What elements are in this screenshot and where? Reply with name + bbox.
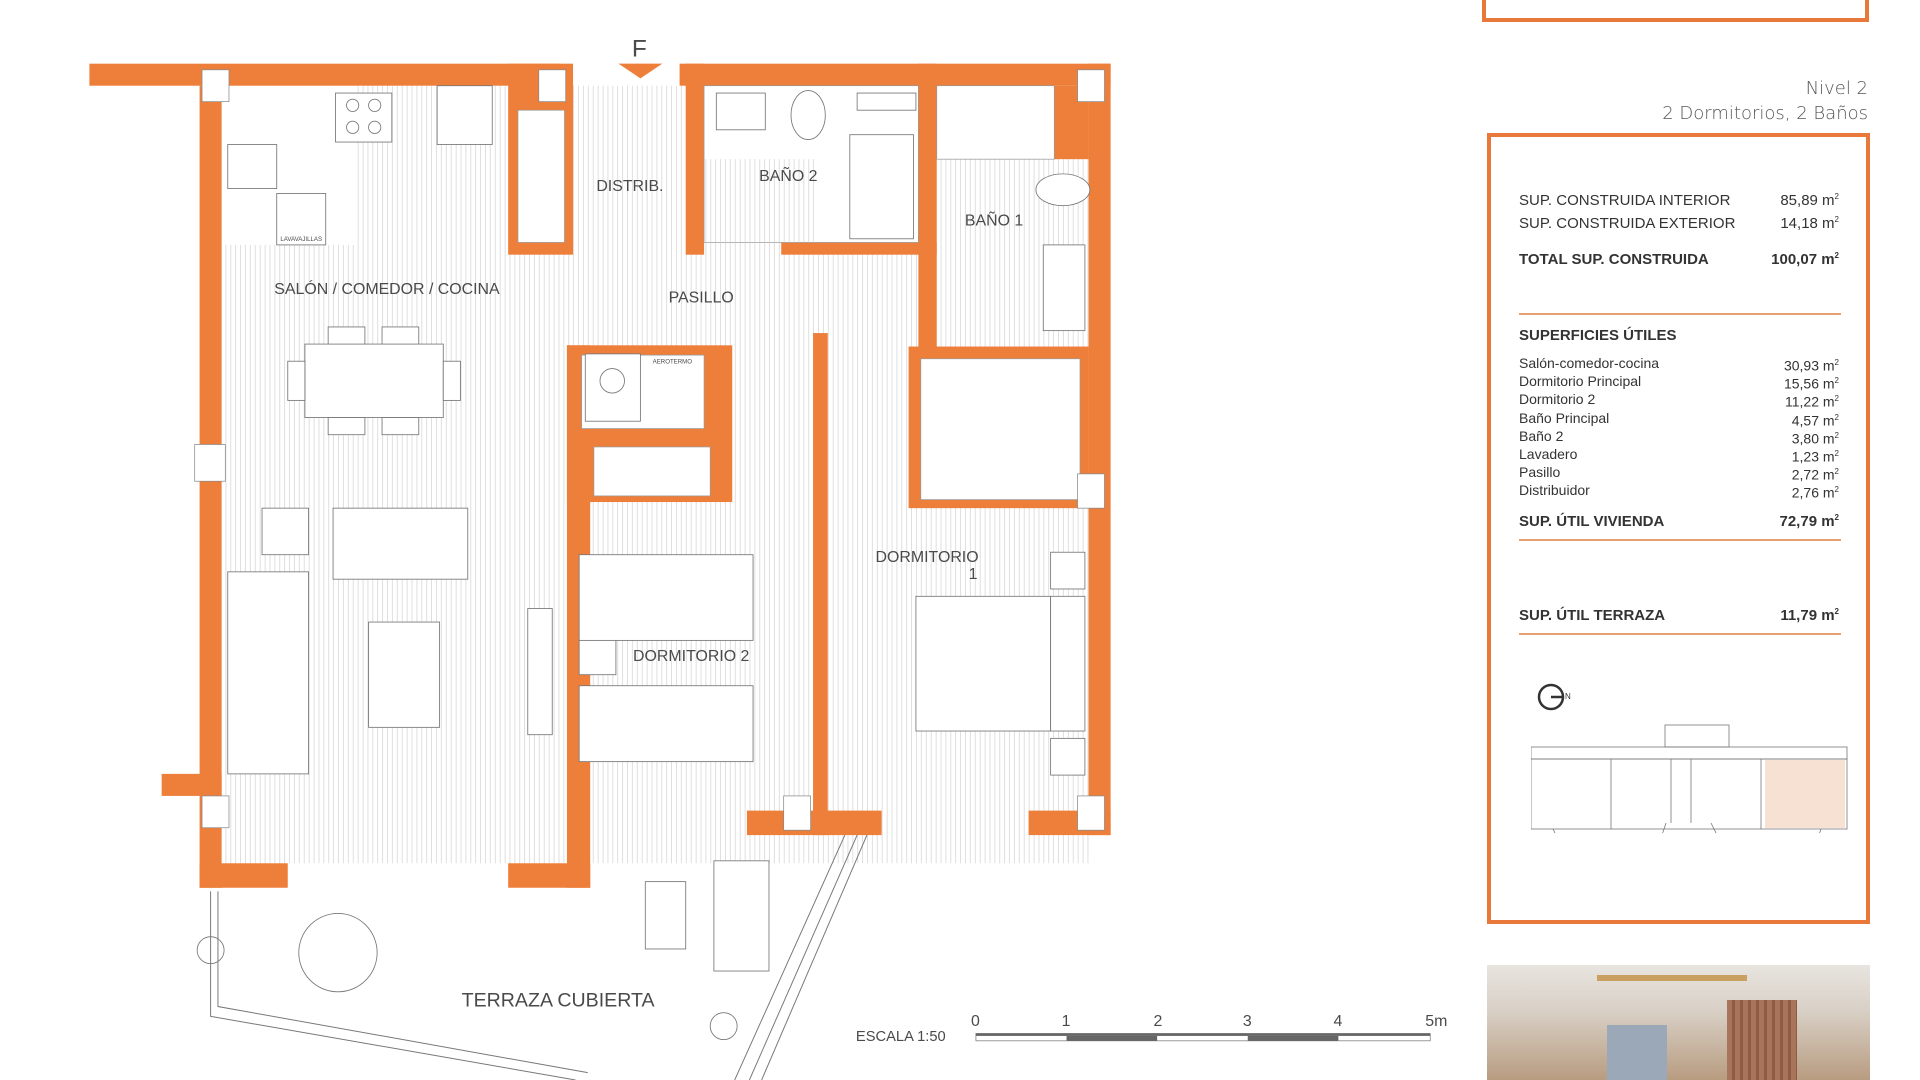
useful-title: SUPERFICIES ÚTILES bbox=[1519, 327, 1839, 344]
room-label-bano1: BAÑO 1 bbox=[965, 210, 1023, 229]
unit-sup: 2 bbox=[1834, 215, 1839, 224]
unit-sup: 2 bbox=[1834, 467, 1839, 477]
area-value: 72,79 m bbox=[1779, 513, 1835, 530]
useful-area-row: Baño 2 3,80 m2 bbox=[1519, 427, 1839, 448]
room-label-dormitorio2: DORMITORIO 2 bbox=[633, 648, 750, 665]
compass-icon: N bbox=[1537, 683, 1571, 711]
unit-sup: 2 bbox=[1834, 607, 1839, 616]
area-value: 30,93 m bbox=[1783, 357, 1835, 374]
area-label: Dormitorio 2 bbox=[1519, 391, 1596, 408]
area-value: 14,18 m bbox=[1780, 215, 1835, 232]
area-value: 4,57 m bbox=[1791, 412, 1835, 429]
terrace-row: SUP. ÚTIL TERRAZA 11,79 m2 bbox=[1519, 607, 1839, 624]
area-label: Dormitorio Principal bbox=[1519, 373, 1642, 390]
useful-area-row: Pasillo 2,72 m2 bbox=[1519, 463, 1839, 484]
area-label: Pasillo bbox=[1519, 464, 1561, 481]
columns bbox=[194, 69, 1105, 831]
area-value: 1,23 m bbox=[1791, 448, 1835, 465]
entrance-mark: F bbox=[632, 35, 647, 62]
area-label: Distribuidor bbox=[1519, 482, 1590, 499]
room-label-pasillo: PASILLO bbox=[669, 289, 734, 306]
unit-sup: 2 bbox=[1834, 412, 1839, 422]
area-label: Salón-comedor-cocina bbox=[1519, 355, 1660, 371]
unit-sup: 2 bbox=[1834, 251, 1839, 260]
unit-sup: 2 bbox=[1834, 376, 1839, 386]
terrace-outline bbox=[210, 834, 868, 1080]
useful-area-row: Distribuidor 2,76 m2 bbox=[1519, 481, 1839, 502]
unit-sup: 2 bbox=[1834, 513, 1839, 522]
room-label-distrib: DISTRIB. bbox=[596, 178, 663, 195]
area-label: SUP. CONSTRUIDA INTERIOR bbox=[1519, 192, 1731, 209]
room-label-dormitorio1-number: 1 bbox=[969, 566, 978, 583]
useful-total-row: SUP. ÚTIL VIVIENDA 72,79 m2 bbox=[1519, 513, 1839, 530]
aerotermo-label: AEROTERMO bbox=[653, 359, 693, 366]
unit-sup: 2 bbox=[1834, 394, 1839, 404]
scale-tick: 0 bbox=[971, 1013, 980, 1030]
unit-sup: 2 bbox=[1834, 192, 1839, 201]
area-label: SUP. ÚTIL VIVIENDA bbox=[1519, 513, 1665, 530]
furniture bbox=[196, 85, 1091, 1041]
area-label: SUP. CONSTRUIDA EXTERIOR bbox=[1519, 215, 1736, 232]
area-label: Baño Principal bbox=[1519, 409, 1610, 426]
divider bbox=[1519, 633, 1841, 635]
useful-area-row: Salón-comedor-cocina 30,93 m2 bbox=[1519, 354, 1839, 375]
scale-bar: ESCALA 1:50 0 1 2 3 4 5m bbox=[856, 1013, 1447, 1045]
area-label: Lavadero bbox=[1519, 446, 1578, 462]
area-value: 11,22 m bbox=[1785, 394, 1835, 411]
useful-area-row: Baño Principal 4,57 m2 bbox=[1519, 409, 1839, 430]
divider bbox=[1519, 539, 1841, 541]
area-row: SUP. CONSTRUIDA EXTERIOR 14,18 m2 bbox=[1519, 215, 1839, 232]
area-row: SUP. CONSTRUIDA INTERIOR 85,89 m2 bbox=[1519, 192, 1839, 209]
area-value: 2,76 m bbox=[1791, 485, 1835, 502]
area-value: 85,89 m bbox=[1780, 192, 1835, 209]
scale-label: ESCALA 1:50 bbox=[856, 1029, 946, 1045]
room-label-salon: SALÓN / COMEDOR / COCINA bbox=[274, 279, 500, 298]
scale-tick: 4 bbox=[1333, 1013, 1342, 1030]
interior-render-photo bbox=[1487, 965, 1870, 1080]
scale-tick: 5m bbox=[1425, 1013, 1447, 1030]
lavavajillas-label: LAVAVAJILLAS bbox=[280, 236, 322, 243]
scale-tick: 2 bbox=[1153, 1013, 1162, 1030]
section-title: SUPERFICIES ÚTILES bbox=[1519, 327, 1677, 344]
unit-sup: 2 bbox=[1834, 449, 1839, 458]
useful-area-row: Dormitorio 2 11,22 m2 bbox=[1519, 390, 1839, 411]
unit-sup: 2 bbox=[1834, 430, 1839, 440]
unit-summary: 2 Dormitorios, 2 Baños bbox=[1662, 103, 1868, 124]
area-label: SUP. ÚTIL TERRAZA bbox=[1519, 607, 1666, 624]
area-value: 2,72 m bbox=[1791, 466, 1835, 483]
area-label: TOTAL SUP. CONSTRUIDA bbox=[1519, 251, 1709, 268]
area-value: 100,07 m bbox=[1771, 251, 1835, 268]
useful-area-row: Lavadero 1,23 m2 bbox=[1519, 445, 1839, 466]
area-value: 3,80 m bbox=[1791, 430, 1835, 447]
divider bbox=[1519, 313, 1841, 315]
useful-area-row: Dormitorio Principal 15,56 m2 bbox=[1519, 372, 1839, 393]
highlighted-unit bbox=[1765, 760, 1845, 828]
room-label-dormitorio1: DORMITORIO bbox=[876, 549, 979, 566]
scale-tick: 3 bbox=[1243, 1013, 1252, 1030]
total-constructed-row: TOTAL SUP. CONSTRUIDA 100,07 m2 bbox=[1519, 251, 1839, 268]
area-value: 11,79 m bbox=[1780, 607, 1835, 624]
top-panel-frame bbox=[1482, 0, 1869, 22]
unit-sup: 2 bbox=[1834, 358, 1839, 367]
compass-north-label: N bbox=[1565, 692, 1571, 701]
room-label-bano2: BAÑO 2 bbox=[759, 166, 817, 185]
building-key-plan: N bbox=[1531, 683, 1848, 833]
area-label: Baño 2 bbox=[1519, 427, 1564, 444]
room-label-terraza: TERRAZA CUBIERTA bbox=[462, 990, 656, 1012]
area-value: 15,56 m bbox=[1783, 375, 1835, 392]
scale-tick: 1 bbox=[1062, 1013, 1071, 1030]
level-label: Nivel 2 bbox=[1805, 78, 1868, 99]
unit-sup: 2 bbox=[1834, 485, 1839, 495]
